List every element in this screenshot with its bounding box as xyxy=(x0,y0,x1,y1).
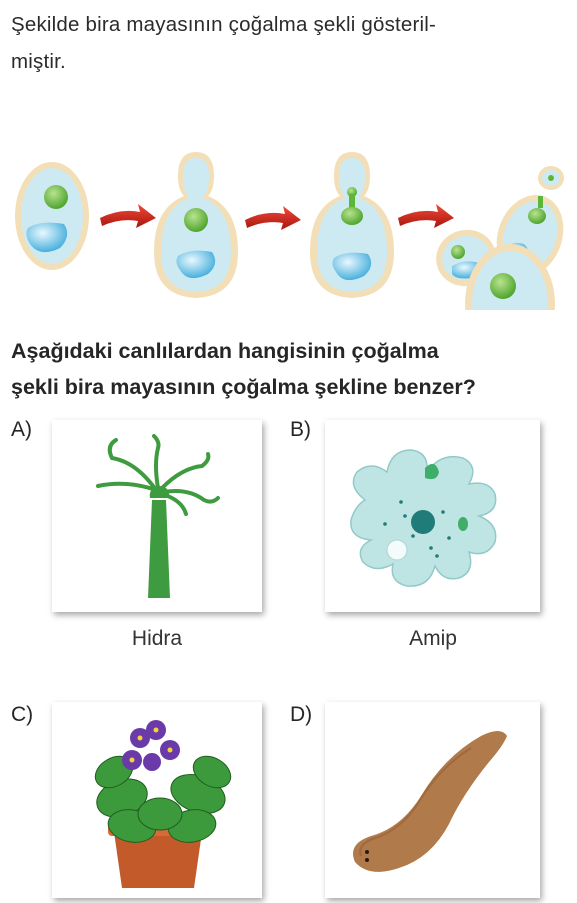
potted-plant-icon xyxy=(94,720,232,888)
intro-line-2: miştir. xyxy=(11,50,66,73)
arrow-right-icon xyxy=(245,206,301,230)
yeast-budding-diagram xyxy=(15,152,564,310)
option-d-card[interactable] xyxy=(325,702,540,898)
question-text: Aşağıdaki canlılardan hangisinin çoğalma… xyxy=(11,333,577,405)
nucleus-icon xyxy=(44,185,68,209)
vacuole-icon xyxy=(26,222,68,253)
option-b-card[interactable] xyxy=(325,420,540,612)
vacuole-icon xyxy=(176,250,216,279)
nucleus-icon xyxy=(341,207,363,225)
yeast-stage-4 xyxy=(436,166,564,310)
yeast-stage-1 xyxy=(15,162,89,270)
intro-text: Şekilde bira mayasının çoğalma şekli gös… xyxy=(11,6,571,80)
option-a-card[interactable] xyxy=(52,420,262,612)
nucleus-icon xyxy=(490,273,516,299)
arrow-2 xyxy=(245,206,301,230)
option-b-caption: Amip xyxy=(409,627,457,650)
vacuole-icon xyxy=(332,252,372,281)
arrow-right-icon xyxy=(100,204,156,228)
option-c-card[interactable] xyxy=(52,702,262,898)
option-a-letter[interactable]: A) xyxy=(11,418,32,441)
nucleus-icon xyxy=(451,245,465,259)
arrow-1 xyxy=(100,204,156,228)
option-c-letter[interactable]: C) xyxy=(11,703,34,726)
question-line-1: Aşağıdaki canlılardan hangisinin çoğalma xyxy=(11,339,439,363)
yeast-stage-2 xyxy=(154,152,238,298)
arrow-3 xyxy=(398,204,454,228)
option-b-letter[interactable]: B) xyxy=(290,418,311,441)
option-a-caption: Hidra xyxy=(131,627,183,650)
planarian-icon xyxy=(353,731,507,872)
intro-line-1: Şekilde bira mayasının çoğalma şekli gös… xyxy=(11,13,437,36)
amoeba-icon xyxy=(350,449,497,587)
yeast-stage-3 xyxy=(310,152,394,298)
option-d-letter[interactable]: D) xyxy=(290,703,313,726)
arrow-right-icon xyxy=(398,204,454,228)
nucleus-icon xyxy=(528,208,546,224)
nucleus-icon xyxy=(184,208,208,232)
question-line-2: şekli bira mayasının çoğalma şekline ben… xyxy=(11,375,476,399)
hydra-icon xyxy=(96,434,220,598)
